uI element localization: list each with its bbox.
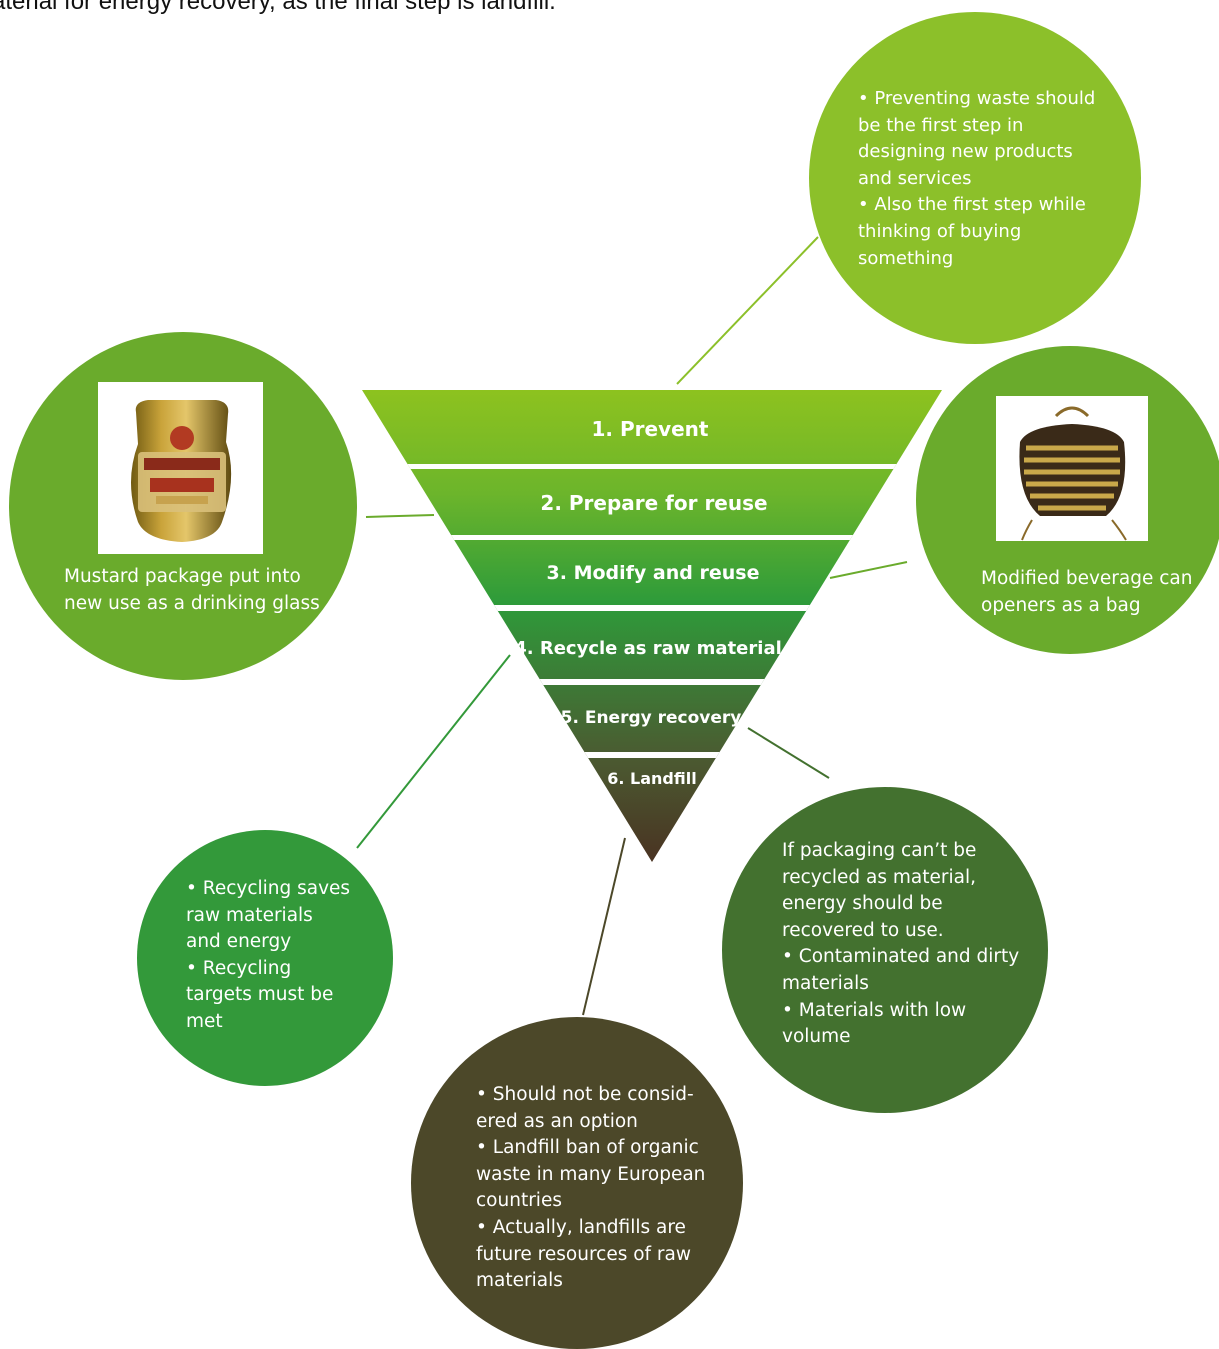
text-line: • Landfill ban of organic: [476, 1137, 699, 1159]
level-3-label: 3. Modify and reuse: [547, 562, 760, 584]
text-line: be the first step in: [858, 114, 1024, 136]
level-6-label: 6. Landfill: [607, 769, 696, 788]
text-line: something: [858, 247, 954, 269]
connector-prevent: [676, 236, 819, 385]
text-line: • Materials with low: [782, 999, 967, 1021]
energy-text: If packaging can’t be recycled as materi…: [782, 838, 1042, 1051]
text-line: waste in many European: [476, 1163, 706, 1185]
text-line: If packaging can’t be: [782, 840, 977, 861]
text-line: recovered to use.: [782, 919, 944, 941]
text-line: countries: [476, 1190, 562, 1212]
text-line: and services: [858, 167, 972, 189]
text-line: • Recycling: [186, 957, 292, 979]
text-line: materials: [782, 972, 869, 994]
text-line: • Also the first step while: [858, 194, 1086, 216]
landfill-circle: [411, 1017, 743, 1349]
reuse-caption: Mustard package put into new use as a dr…: [64, 563, 334, 617]
prevent-text: • Preventing waste should be the first s…: [858, 86, 1128, 272]
text-line: energy should be: [782, 893, 943, 915]
text-line: ered as an option: [476, 1110, 638, 1132]
text-line: Mustard package put into: [64, 566, 301, 587]
connector-landfill: [582, 837, 626, 1016]
text-line: • Should not be consid-: [476, 1084, 694, 1105]
text-line: targets must be: [186, 984, 334, 1006]
text-line: • Recycling saves: [186, 878, 351, 899]
text-line: recycled as material,: [782, 866, 976, 888]
connector-energy: [747, 727, 830, 779]
level-4-label: 4. Recycle as raw material: [514, 638, 782, 659]
modify-caption: Modified beverage can openers as a bag: [981, 565, 1211, 619]
text-line: materials: [476, 1270, 563, 1292]
connector-reuse: [365, 514, 435, 518]
text-line: openers as a bag: [981, 595, 1141, 616]
mustard-jar-image: [98, 382, 263, 554]
level-5-label: 5. Energy recovery: [561, 708, 742, 728]
intro-text-fragment: aterial for energy recovery, as the fina…: [0, 0, 556, 15]
recycle-circle: [137, 830, 393, 1086]
text-line: volume: [782, 1026, 851, 1048]
text-line: • Contaminated and dirty: [782, 946, 1020, 968]
landfill-text: • Should not be consid- ered as an optio…: [476, 1082, 726, 1295]
recycle-text: • Recycling saves raw materials and ener…: [186, 876, 386, 1036]
text-line: future resources of raw: [476, 1243, 691, 1265]
can-opener-bag-image: [996, 396, 1148, 541]
text-line: • Preventing waste should: [858, 88, 1096, 109]
energy-circle: [722, 787, 1048, 1113]
text-line: designing new products: [858, 141, 1073, 163]
text-line: raw materials: [186, 904, 313, 926]
text-line: met: [186, 1010, 223, 1032]
level-2-label: 2. Prepare for reuse: [540, 491, 767, 515]
connector-recycle: [356, 654, 511, 849]
prevent-circle: [809, 12, 1141, 344]
text-line: • Actually, landfills are: [476, 1216, 686, 1238]
level-1-label: 1. Prevent: [592, 417, 709, 441]
text-line: new use as a drinking glass: [64, 593, 320, 614]
text-line: Modified beverage can: [981, 568, 1193, 589]
connector-modify: [829, 561, 908, 579]
text-line: thinking of buying: [858, 220, 1022, 242]
text-line: and energy: [186, 931, 292, 953]
